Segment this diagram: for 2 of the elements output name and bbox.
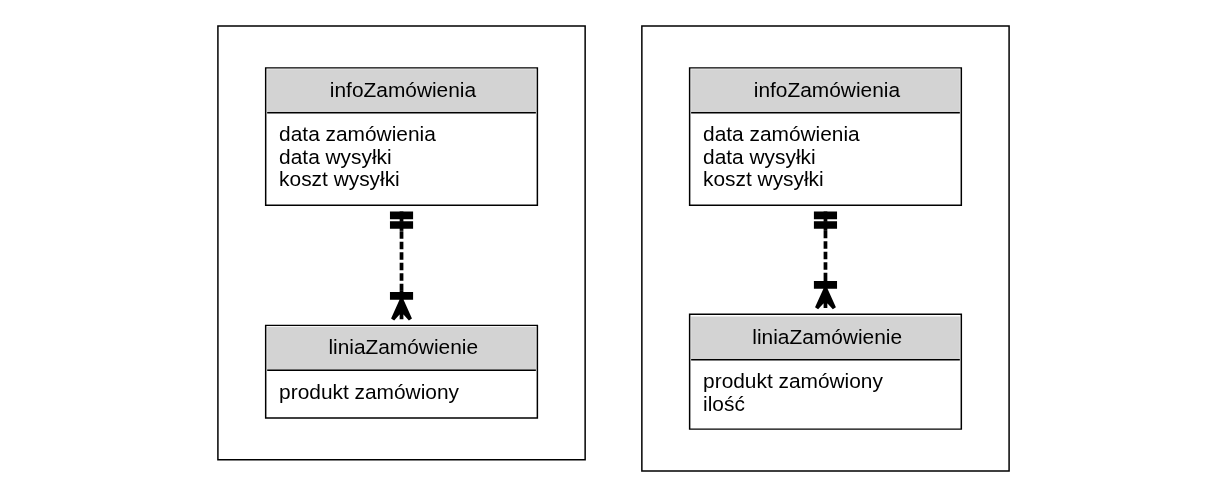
cluster xyxy=(216,25,586,461)
cluster xyxy=(640,25,1010,472)
